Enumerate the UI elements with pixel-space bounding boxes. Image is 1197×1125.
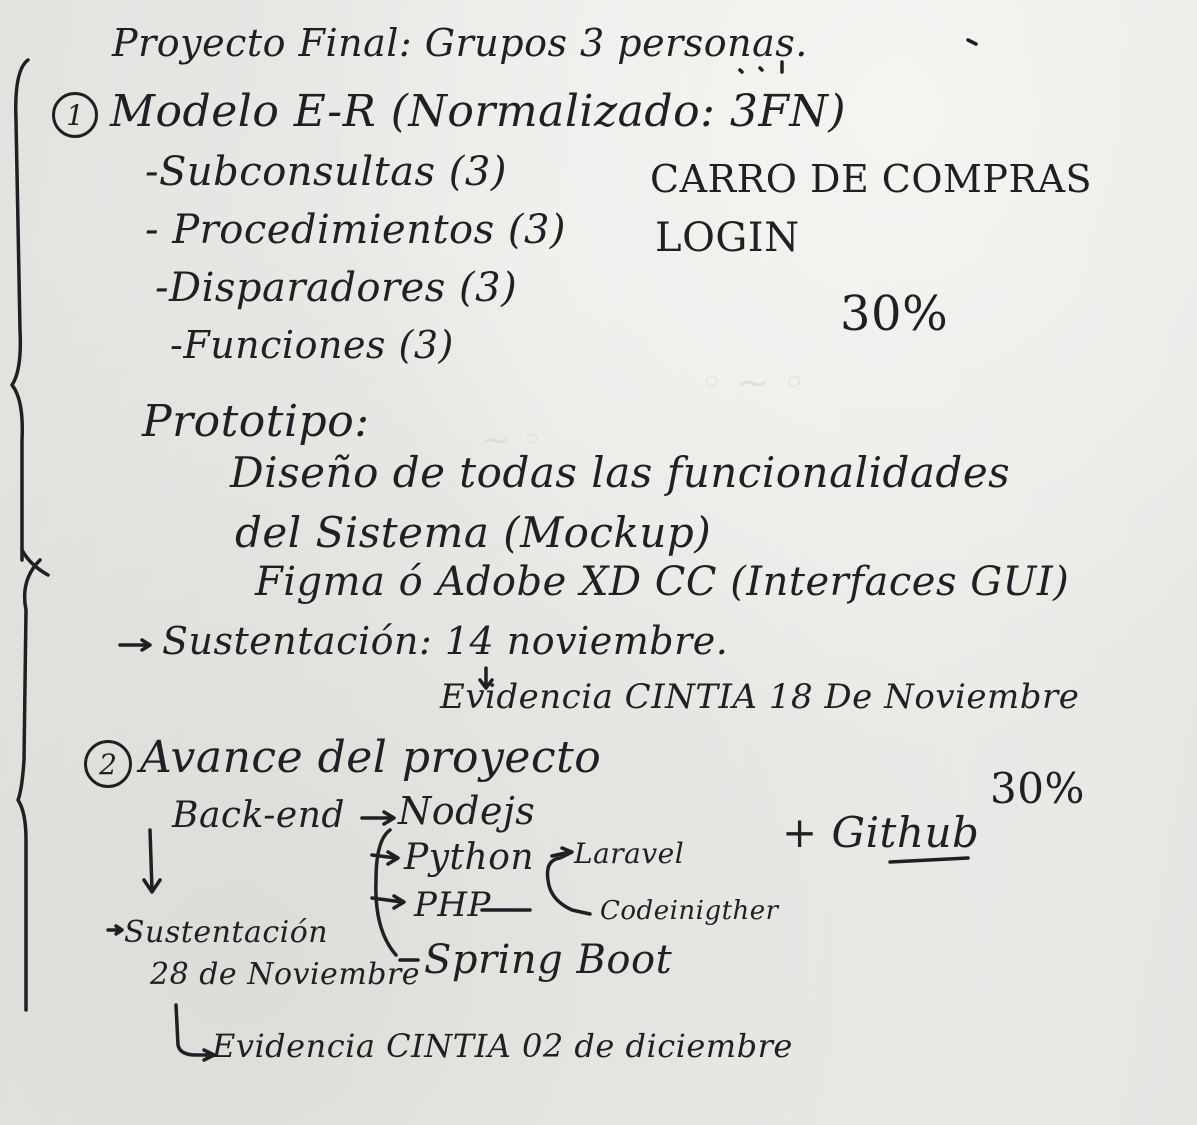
tech-laravel: Laravel [574, 837, 685, 870]
tech-php: PHP [414, 885, 491, 925]
arrow-icon [118, 638, 152, 652]
arrow-icon [550, 846, 574, 859]
list-item-disparadores: -Disparadores (3) [155, 265, 518, 311]
section-heading-2: Avance del proyecto [140, 732, 602, 783]
prototype-line-3: Figma ó Adobe XD CC (Interfaces GUI) [255, 559, 1070, 605]
tech-codeigniter: Codeinigther [600, 896, 779, 926]
tech-spring-boot: Spring Boot [424, 937, 673, 983]
evidence-part1: Evidencia CINTIA 18 De Noviembre [440, 677, 1080, 717]
list-item-procedimientos: - Procedimientos (3) [145, 207, 567, 253]
stray-marks [738, 66, 764, 74]
tech-nodejs: Nodejs [398, 789, 536, 833]
defense-part2-date: 28 de Noviembre [150, 957, 421, 992]
branch-line [545, 856, 592, 916]
tech-python: Python [404, 837, 535, 878]
topic-carro-de-compras: CARRO DE COMPRAS [650, 157, 1093, 201]
arrow-icon [174, 1003, 216, 1062]
arrow-icon [370, 894, 406, 910]
page-title: Proyecto Final: Grupos 3 personas. [112, 21, 808, 65]
defense-part1: Sustentación: 14 noviembre. [162, 619, 729, 663]
erased-marks: ~ ◦ [480, 420, 543, 461]
github-label: + Github [782, 808, 980, 857]
evidence-part2: Evidencia CINTIA 02 de diciembre [212, 1027, 793, 1065]
weight-part1: 30% [840, 286, 949, 342]
underline [888, 856, 970, 864]
stray-marks [780, 38, 978, 74]
arrow-down-icon [478, 666, 494, 690]
section-number-text: 1 [66, 98, 84, 132]
brace-part1-tail [20, 548, 50, 577]
section-heading-1: Modelo E-R (Normalizado: 3FN) [110, 86, 847, 137]
brace-part2 [16, 558, 42, 1012]
weight-part2: 30% [990, 764, 1085, 813]
section-number-1: 1 [52, 92, 98, 138]
arrow-icon [370, 850, 400, 866]
backend-label: Back-end [172, 795, 345, 836]
arrow-icon [106, 924, 124, 936]
arrow-down-icon [142, 828, 162, 894]
topic-login: LOGIN [655, 215, 800, 261]
list-item-funciones: -Funciones (3) [170, 323, 454, 367]
list-item-subconsultas: -Subconsultas (3) [145, 149, 507, 195]
defense-part2-label: Sustentación [124, 915, 329, 950]
prototype-line-2: del Sistema (Mockup) [235, 508, 712, 557]
arrow-icon [360, 810, 396, 826]
brace-part1 [10, 58, 30, 562]
branch-line [374, 828, 398, 957]
section-number-text: 2 [99, 747, 117, 781]
erased-marks: ◦ ~ ◦ [700, 360, 807, 406]
section-number-2: 2 [84, 740, 132, 788]
prototype-label: Prototipo: [142, 396, 370, 447]
prototype-line-1: Diseño de todas las funcionalidades [230, 448, 1011, 497]
